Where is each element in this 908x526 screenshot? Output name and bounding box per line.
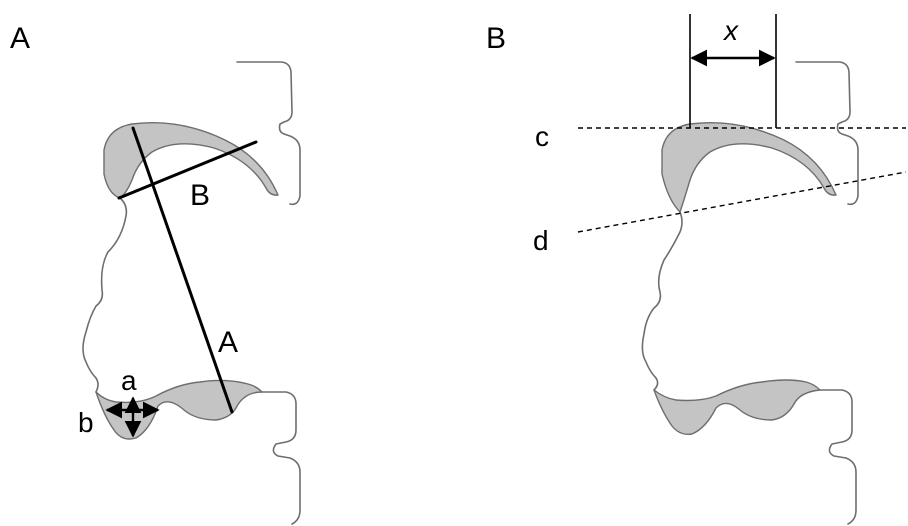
label-b-measure: B [190, 179, 210, 212]
panel-b-bottom-shade [653, 379, 821, 436]
panel-b: B x c d [486, 14, 907, 525]
panel-a-body-outline [82, 197, 128, 393]
label-d: d [533, 225, 549, 256]
label-a-measure: A [218, 326, 238, 359]
measurement-line-a [131, 126, 234, 414]
label-x: x [722, 15, 739, 46]
label-small-b: b [78, 407, 94, 438]
panel-a-top-cap [103, 122, 279, 199]
panel-b-upper-right-outline [795, 61, 859, 206]
label-small-a: a [121, 365, 137, 396]
dashed-line-d [577, 171, 907, 233]
panel-b-lower-right-outline [819, 389, 857, 525]
panel-a-lower-right-outline [261, 391, 301, 525]
measurement-line-b [117, 140, 258, 200]
panel-a-label: A [10, 22, 30, 55]
panel-b-body-outline [641, 211, 683, 391]
panel-b-label: B [486, 22, 506, 55]
panel-a-upper-right-outline [236, 61, 301, 206]
panel-b-top-cap [661, 122, 837, 213]
label-c: c [535, 121, 549, 152]
panel-a: A B A a b [10, 22, 301, 525]
